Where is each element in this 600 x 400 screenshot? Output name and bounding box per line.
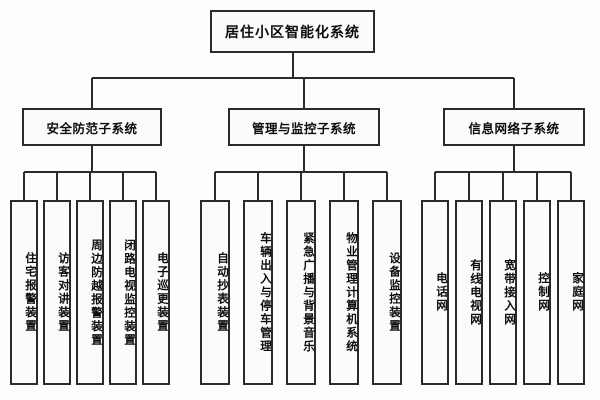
leaf-node-security-1: 访客对讲装置 bbox=[43, 200, 71, 385]
leaf-node-management-2: 紧急广播与背景音乐 bbox=[286, 200, 316, 385]
leaf-label: 紧急广播与背景音乐 bbox=[302, 231, 316, 354]
leaf-node-network-4: 家庭网 bbox=[557, 200, 585, 385]
branch-node-security: 安全防范子系统 bbox=[22, 108, 162, 146]
branch-drop-2 bbox=[513, 78, 515, 108]
branch-drop-0 bbox=[91, 78, 93, 108]
leaf-label: 车辆出入与停车管理 bbox=[259, 231, 273, 354]
leaf-drop-network-0 bbox=[434, 172, 436, 200]
leaf-drop-network-3 bbox=[536, 172, 538, 200]
leaf-drop-management-1 bbox=[257, 172, 259, 200]
leaf-label: 自动抄表装置 bbox=[216, 252, 230, 333]
leaf-node-security-0: 住宅报警装置 bbox=[10, 200, 38, 385]
leaf-label: 设备监控装置 bbox=[388, 252, 402, 333]
leaf-node-network-2: 宽带接入网 bbox=[489, 200, 517, 385]
leaf-label: 闭路电视监控装置 bbox=[123, 238, 137, 347]
leaf-drop-security-0 bbox=[23, 172, 25, 200]
leaf-drop-network-4 bbox=[570, 172, 572, 200]
leaf-node-network-3: 控制网 bbox=[523, 200, 551, 385]
leaf-label: 住宅报警装置 bbox=[24, 252, 38, 333]
leaf-node-management-1: 车辆出入与停车管理 bbox=[243, 200, 273, 385]
leaf-drop-management-3 bbox=[343, 172, 345, 200]
leaf-label: 宽带接入网 bbox=[503, 258, 517, 327]
leaf-drop-security-3 bbox=[122, 172, 124, 200]
branch-drop-1 bbox=[303, 78, 305, 108]
leaf-drop-security-4 bbox=[155, 172, 157, 200]
leaf-label: 电话网 bbox=[435, 272, 449, 313]
leaf-label: 家庭网 bbox=[571, 272, 585, 313]
leaf-drop-management-4 bbox=[386, 172, 388, 200]
leaf-drop-security-1 bbox=[56, 172, 58, 200]
leaf-drop-management-0 bbox=[214, 172, 216, 200]
leaf-label: 物业管理计算机系统 bbox=[345, 231, 359, 354]
leaf-node-security-3: 闭路电视监控装置 bbox=[109, 200, 137, 385]
branch-stem-management bbox=[303, 146, 305, 172]
leaf-node-management-3: 物业管理计算机系统 bbox=[329, 200, 359, 385]
leaf-node-management-0: 自动抄表装置 bbox=[200, 200, 230, 385]
leaf-label: 有线电视网 bbox=[469, 258, 483, 327]
root-stem bbox=[291, 53, 294, 78]
leaf-drop-network-2 bbox=[502, 172, 504, 200]
leaf-drop-management-2 bbox=[300, 172, 302, 200]
leaf-label: 控制网 bbox=[537, 272, 551, 313]
leaf-label: 访客对讲装置 bbox=[57, 252, 71, 333]
branch-node-management: 管理与监控子系统 bbox=[228, 108, 380, 146]
leaf-node-network-1: 有线电视网 bbox=[455, 200, 483, 385]
leaf-drop-network-1 bbox=[468, 172, 470, 200]
leaf-drop-security-2 bbox=[89, 172, 91, 200]
leaf-node-network-0: 电话网 bbox=[421, 200, 449, 385]
leaf-node-management-4: 设备监控装置 bbox=[372, 200, 402, 385]
branch-node-network: 信息网络子系统 bbox=[443, 108, 585, 146]
leaf-label: 周边防越报警装置 bbox=[90, 238, 104, 347]
leaf-node-security-2: 周边防越报警装置 bbox=[76, 200, 104, 385]
root-node: 居住小区智能化系统 bbox=[210, 10, 375, 53]
leaf-node-security-4: 电子巡更装置 bbox=[142, 200, 170, 385]
branch-stem-security bbox=[91, 146, 93, 172]
branch-stem-network bbox=[513, 146, 515, 172]
leaf-label: 电子巡更装置 bbox=[156, 252, 170, 333]
